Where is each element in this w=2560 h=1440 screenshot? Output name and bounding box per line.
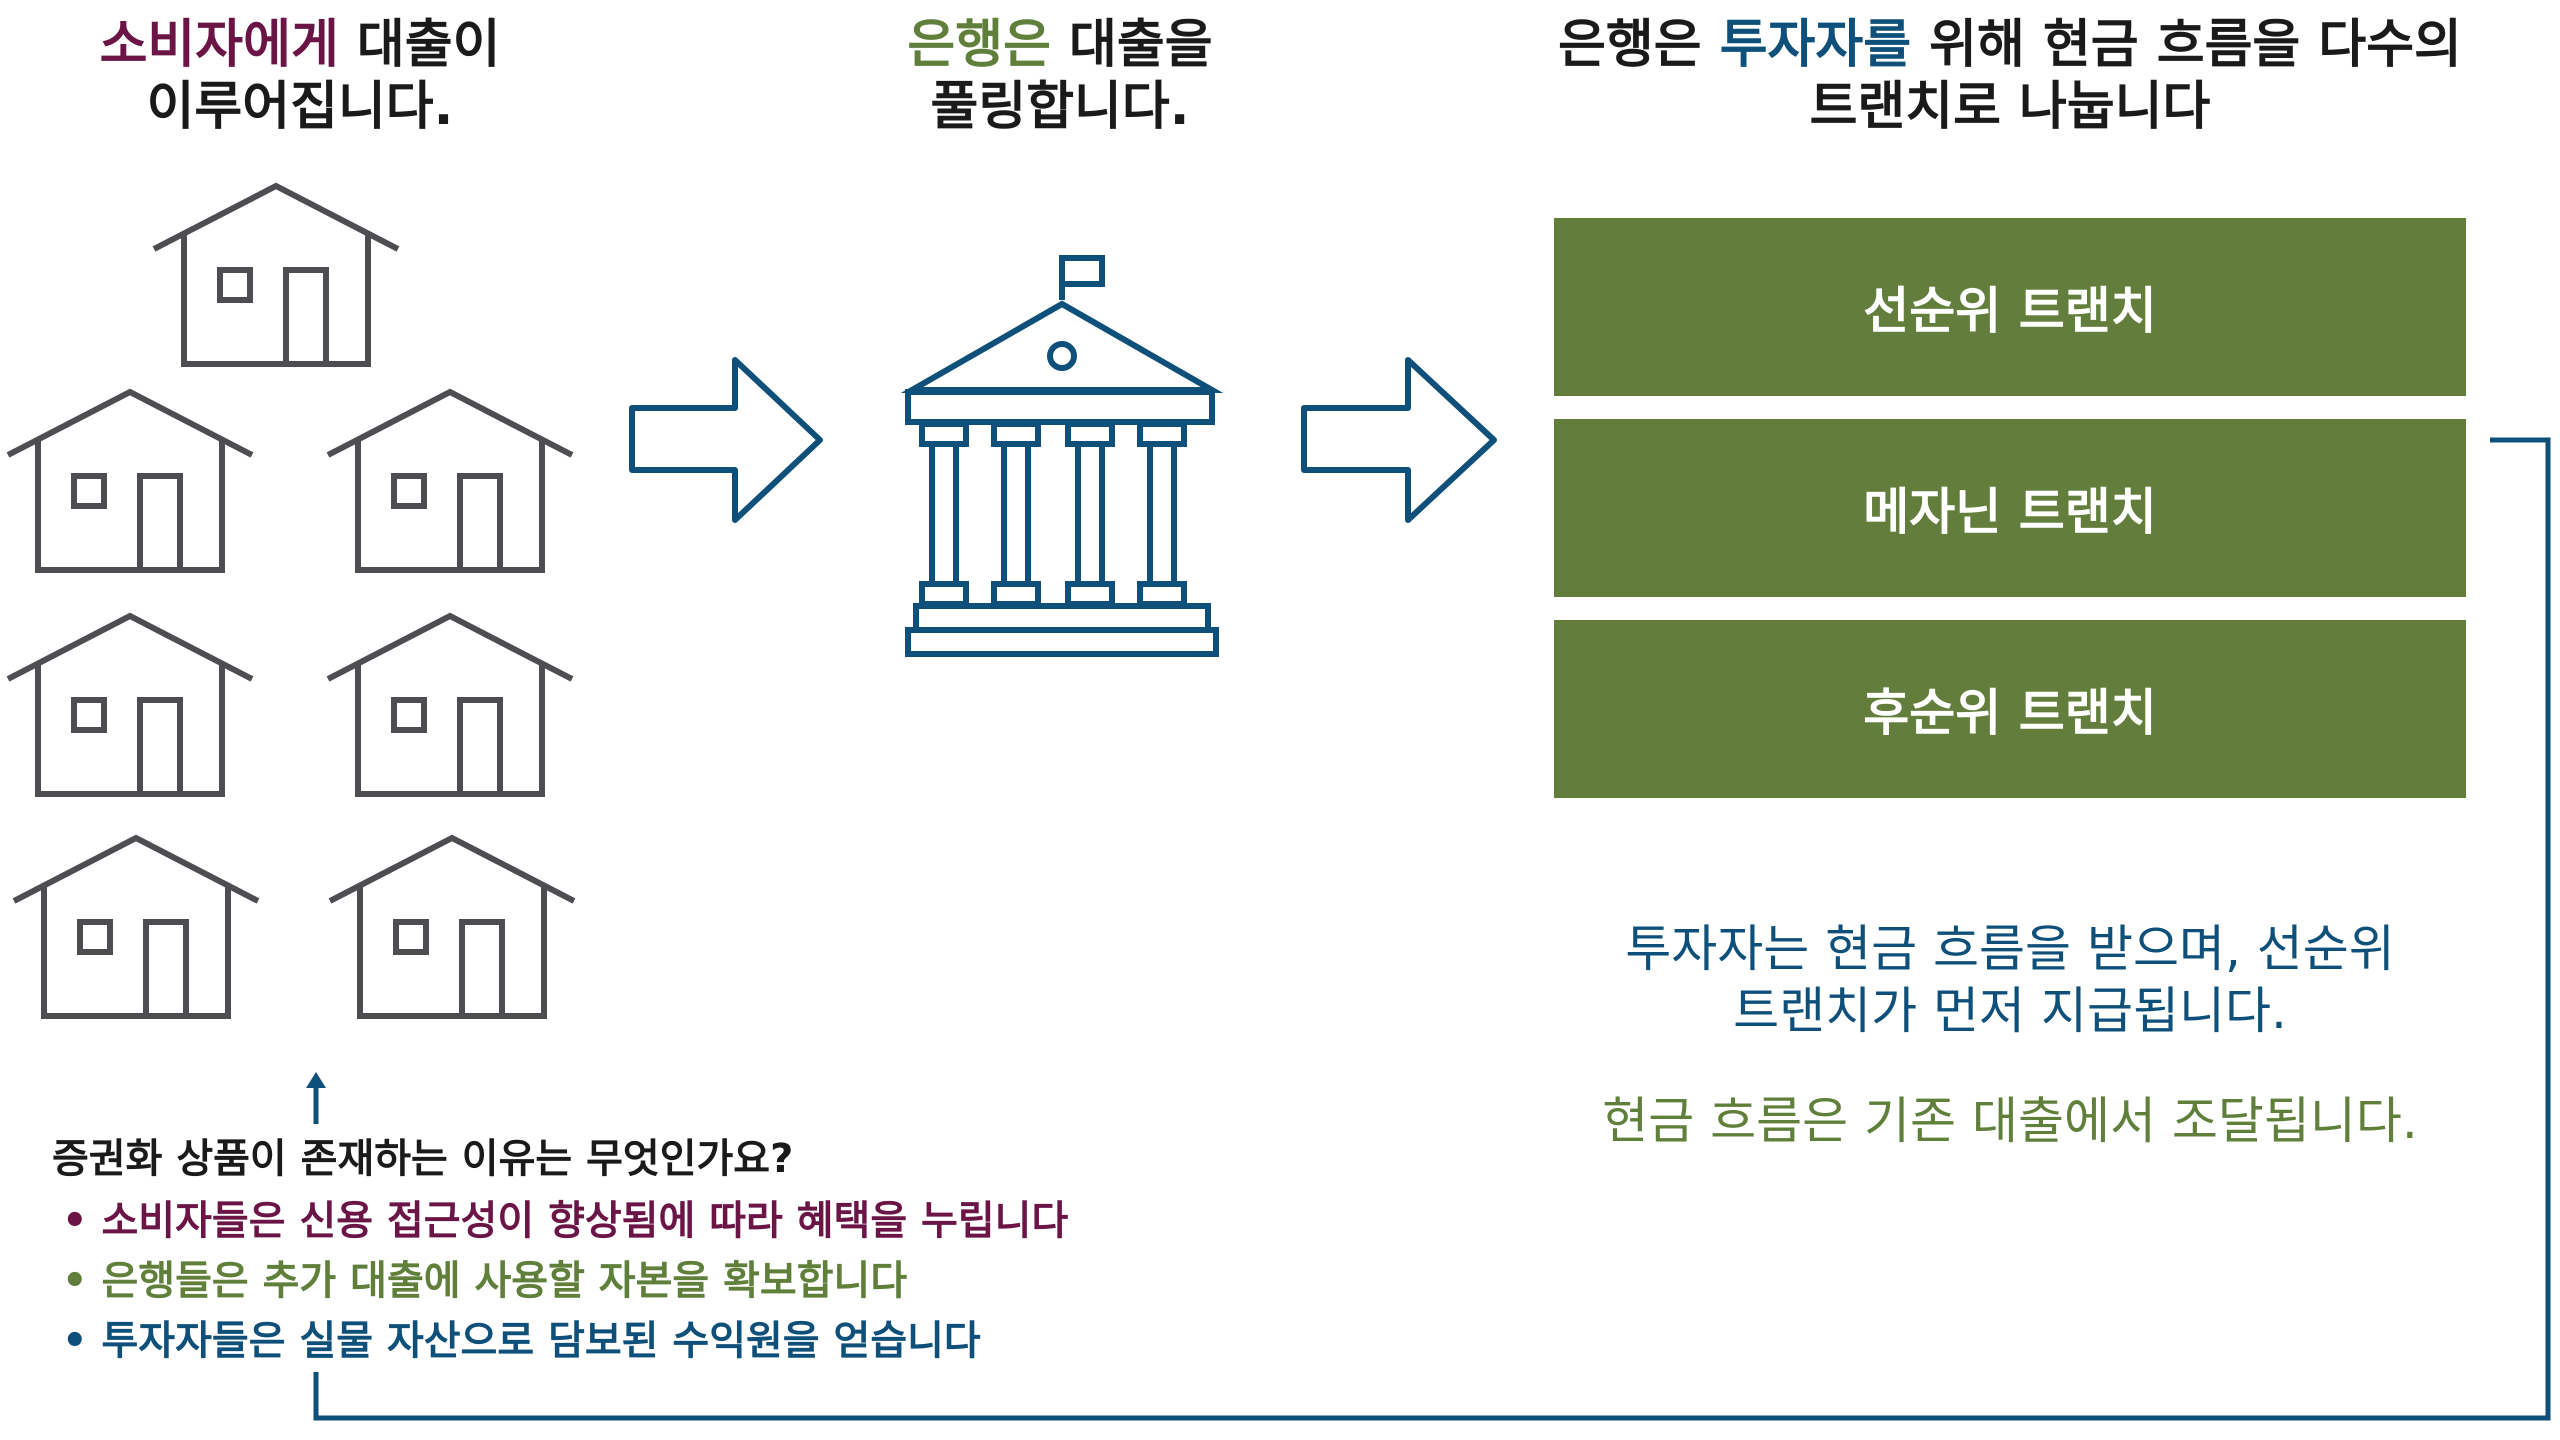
title-investors-highlight: 투자자를 — [1719, 15, 1912, 75]
tranche-senior-label: 선순위 트랜치 — [1863, 282, 2157, 340]
title-consumers-rest: 대출이 — [338, 15, 501, 75]
title-investors-pre: 은행은 — [1558, 15, 1720, 75]
title-consumers: 소비자에게 대출이 이루어집니다. — [80, 14, 520, 138]
investors-note: 투자자는 현금 흐름을 받으며, 선순위 트랜치가 먼저 지급됩니다. — [1560, 918, 2460, 1042]
title-investors-rest: 위해 현금 흐름을 다수의 — [1911, 15, 2462, 75]
title-consumers-highlight: 소비자에게 — [99, 15, 339, 75]
title-bank: 은행은 대출을 풀링합니다. — [840, 14, 1280, 138]
tranche-junior: 후순위 트랜치 — [1554, 620, 2466, 798]
right-arrow-icon — [629, 357, 823, 523]
tranche-mezzanine-label: 메자닌 트랜치 — [1863, 483, 2157, 541]
bullet-banks: • 은행들은 추가 대출에 사용할 자본을 확보합니다 — [62, 1258, 908, 1304]
bullet-investors: • 투자자들은 실물 자산으로 담보된 수익원을 얻습니다 — [62, 1318, 981, 1364]
investors-note-line1: 투자자는 현금 흐름을 받으며, 선순위 — [1625, 920, 2395, 978]
title-consumers-line2: 이루어집니다. — [146, 77, 454, 137]
question-title: 증권화 상품이 존재하는 이유는 무엇인가요? — [52, 1136, 794, 1182]
title-investors-line2: 트랜치로 나눕니다 — [1809, 77, 2211, 137]
investors-note-line2: 트랜치가 먼저 지급됩니다. — [1733, 982, 2287, 1040]
bullet-consumers: • 소비자들은 신용 접근성이 향상됨에 따라 혜택을 누립니다 — [62, 1198, 1069, 1244]
tranche-senior: 선순위 트랜치 — [1554, 218, 2466, 396]
up-arrow-icon — [306, 1072, 326, 1124]
tranche-mezzanine: 메자닌 트랜치 — [1554, 419, 2466, 597]
cashflow-note-text: 현금 흐름은 기존 대출에서 조달됩니다. — [1602, 1092, 2418, 1150]
title-investors: 은행은 투자자를 위해 현금 흐름을 다수의 트랜치로 나눕니다 — [1520, 14, 2500, 138]
tranche-junior-label: 후순위 트랜치 — [1863, 684, 2157, 742]
right-arrow-icon — [1301, 357, 1497, 523]
title-bank-rest: 대출을 — [1050, 15, 1213, 75]
title-bank-line2: 풀링합니다. — [930, 77, 1190, 137]
cashflow-note: 현금 흐름은 기존 대출에서 조달됩니다. — [1560, 1090, 2460, 1152]
title-bank-highlight: 은행은 — [907, 15, 1051, 75]
